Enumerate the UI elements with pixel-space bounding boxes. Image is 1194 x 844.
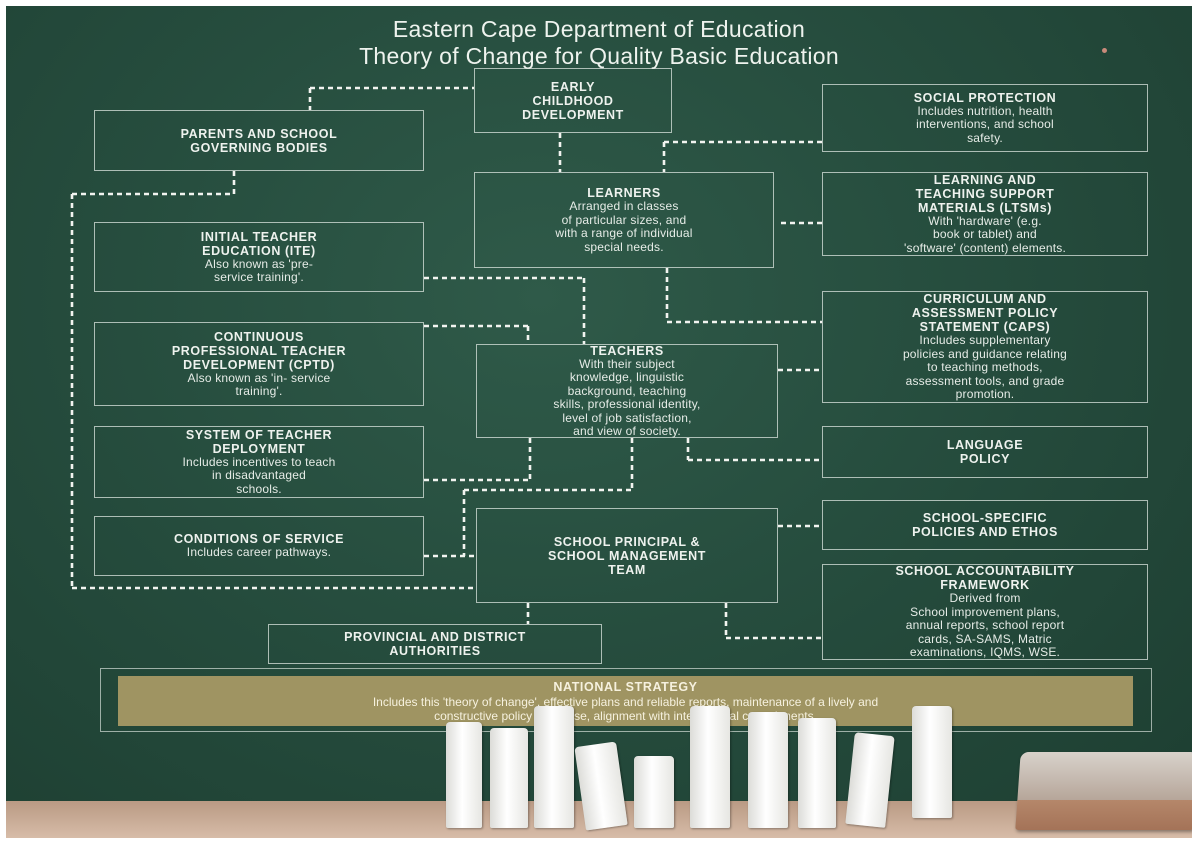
box-heading: SYSTEM OF TEACHER DEPLOYMENT xyxy=(185,427,333,456)
box-parents-and-school-governing-bodies: PARENTS AND SCHOOL GOVERNING BODIES xyxy=(94,110,424,171)
box-description: Includes nutrition, health interventions… xyxy=(916,103,1054,145)
connector-lines xyxy=(70,86,822,640)
title-line-2: Theory of Change for Quality Basic Educa… xyxy=(359,43,839,69)
box-language-policy: LANGUAGE POLICY xyxy=(822,426,1148,478)
box-school-accountability-framework: SCHOOL ACCOUNTABILITY FRAMEWORK Derived … xyxy=(822,564,1148,660)
box-heading: INITIAL TEACHER EDUCATION (ITE) xyxy=(200,229,318,258)
box-description: Includes this 'theory of change', effect… xyxy=(372,695,879,723)
chalk-stick xyxy=(490,728,528,828)
diagram-title: Eastern Cape Department of Education The… xyxy=(6,16,1192,70)
box-school-specific-policies-and-ethos: SCHOOL-SPECIFIC POLICIES AND ETHOS xyxy=(822,500,1148,550)
box-heading: PARENTS AND SCHOOL GOVERNING BODIES xyxy=(180,126,338,155)
box-heading: CONDITIONS OF SERVICE xyxy=(173,532,345,547)
box-heading: NATIONAL STRATEGY xyxy=(553,680,698,694)
national-strategy-frame xyxy=(100,668,1152,732)
box-heading: CURRICULUM AND ASSESSMENT POLICY STATEME… xyxy=(911,292,1059,335)
box-description: Derived from School improvement plans, a… xyxy=(905,591,1065,660)
box-initial-teacher-education: INITIAL TEACHER EDUCATION (ITE) Also kno… xyxy=(94,222,424,292)
box-heading: PROVINCIAL AND DISTRICT AUTHORITIES xyxy=(344,630,526,658)
chalk-stick xyxy=(446,722,482,828)
box-social-protection: SOCIAL PROTECTION Includes nutrition, he… xyxy=(822,84,1148,152)
box-description: With their subject knowledge, linguistic… xyxy=(553,356,701,438)
chalkboard-eraser xyxy=(1015,752,1192,830)
chalk-stick xyxy=(634,756,674,828)
box-description: With 'hardware' (e.g. book or tablet) an… xyxy=(904,213,1066,255)
box-heading: SCHOOL PRINCIPAL & SCHOOL MANAGEMENT TEA… xyxy=(548,534,706,577)
box-early-childhood-development: EARLY CHILDHOOD DEVELOPMENT xyxy=(474,68,672,133)
box-heading: SCHOOL-SPECIFIC POLICIES AND ETHOS xyxy=(912,511,1058,539)
box-heading: EARLY CHILDHOOD DEVELOPMENT xyxy=(522,79,624,122)
chalk-stick xyxy=(912,706,952,818)
title-line-1: Eastern Cape Department of Education xyxy=(392,16,806,42)
box-teachers: TEACHERS With their subject knowledge, l… xyxy=(476,344,778,438)
box-learning-and-teaching-support-materials: LEARNING AND TEACHING SUPPORT MATERIALS … xyxy=(822,172,1148,256)
box-conditions-of-service: CONDITIONS OF SERVICE Includes career pa… xyxy=(94,516,424,576)
box-description: Includes supplementary policies and guid… xyxy=(902,333,1068,402)
box-continuous-professional-teacher-development: CONTINUOUS PROFESSIONAL TEACHER DEVELOPM… xyxy=(94,322,424,406)
chalk-stick xyxy=(690,706,730,828)
box-description: Includes career pathways. xyxy=(186,545,332,560)
box-heading: LANGUAGE POLICY xyxy=(946,438,1024,466)
box-national-strategy: NATIONAL STRATEGY Includes this 'theory … xyxy=(118,676,1133,726)
box-description: Also known as 'pre- service training'. xyxy=(204,256,314,284)
box-heading: CONTINUOUS PROFESSIONAL TEACHER DEVELOPM… xyxy=(171,329,347,372)
box-description: Also known as 'in- service training'. xyxy=(187,370,331,398)
box-heading: LEARNING AND TEACHING SUPPORT MATERIALS … xyxy=(915,172,1055,215)
box-learners: LEARNERS Arranged in classes of particul… xyxy=(474,172,774,268)
chalkboard: Eastern Cape Department of Education The… xyxy=(6,6,1192,838)
box-heading: TEACHERS xyxy=(590,343,664,358)
box-school-principal-and-management-team: SCHOOL PRINCIPAL & SCHOOL MANAGEMENT TEA… xyxy=(476,508,778,603)
box-description: Arranged in classes of particular sizes,… xyxy=(555,199,693,254)
box-heading: SOCIAL PROTECTION xyxy=(913,90,1057,105)
chalk-mark xyxy=(1102,48,1107,53)
chalk-stick xyxy=(798,718,836,828)
chalk-stick xyxy=(534,706,574,828)
box-heading: SCHOOL ACCOUNTABILITY FRAMEWORK xyxy=(895,564,1075,593)
box-description: Includes incentives to teach in disadvan… xyxy=(182,454,336,496)
box-heading: LEARNERS xyxy=(587,186,661,200)
chalk-stick xyxy=(748,712,788,828)
box-curriculum-and-assessment-policy-statement: CURRICULUM AND ASSESSMENT POLICY STATEME… xyxy=(822,291,1148,403)
box-provincial-and-district-authorities: PROVINCIAL AND DISTRICT AUTHORITIES xyxy=(268,624,602,664)
box-system-of-teacher-deployment: SYSTEM OF TEACHER DEPLOYMENT Includes in… xyxy=(94,426,424,498)
